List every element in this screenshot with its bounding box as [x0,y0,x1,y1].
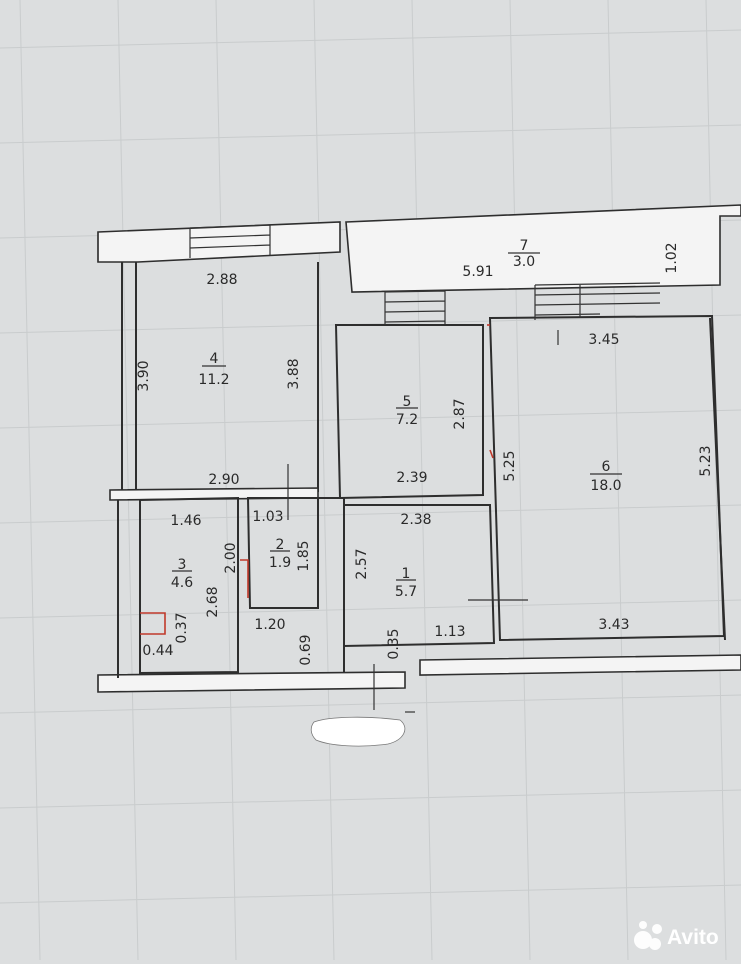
room-3-area: 4.6 [171,575,193,591]
grid-line [0,884,741,904]
dim-2-87: 2.87 [452,398,468,429]
grid-line [0,409,741,429]
dim-3-88: 3.88 [286,358,302,389]
dim-5-91: 5.91 [462,264,493,280]
room-4-area: 11.2 [198,372,229,388]
watermark-avito: Avito [634,921,719,950]
room-4-number: 4 [210,351,219,367]
grid-line [0,124,741,144]
dim-5-25: 5.25 [502,450,518,481]
room-5-area: 7.2 [396,412,418,428]
dim-2-90: 2.90 [208,472,239,488]
dim-3-45: 3.45 [588,332,619,348]
grid-line [705,0,727,961]
room-5-number: 5 [403,394,412,410]
dim-0-69: 0.69 [298,634,314,665]
avito-logo-icon [634,921,662,950]
room-1-area: 5.7 [395,584,417,600]
dim-0-44: 0.44 [142,643,173,659]
grid-line [0,789,741,809]
dim-1-85: 1.85 [296,540,312,571]
avito-brand-text: Avito [667,926,719,949]
dimension-labels: 2.88 3.90 3.88 2.90 5.91 1.02 3.45 2.87 … [136,242,714,665]
dim-3-43: 3.43 [598,617,629,633]
dim-3-90: 3.90 [136,360,152,391]
dim-2-38: 2.38 [400,512,431,528]
dim-2-57: 2.57 [354,548,370,579]
room-2-area: 1.9 [269,555,291,571]
dim-0-35: 0.35 [386,628,402,659]
dim-1-46: 1.46 [170,513,201,529]
dim-0-37: 0.37 [174,612,190,643]
dim-1-02: 1.02 [664,242,680,273]
dim-2-00: 2.00 [223,542,239,573]
dim-2-68: 2.68 [205,586,221,617]
grid-line [117,0,139,961]
dim-5-23: 5.23 [698,445,714,476]
room-3-number: 3 [178,557,187,573]
room-6-area: 18.0 [590,478,621,494]
grid-line [509,0,531,961]
dim-2-88: 2.88 [206,272,237,288]
walls [97,204,741,710]
grid-line [215,0,237,961]
room-1-number: 1 [402,566,411,582]
room-7-number: 7 [520,238,529,254]
grid-line [607,0,629,961]
room-7-area: 3.0 [513,254,535,270]
grid-line [0,504,741,524]
room-6-number: 6 [602,459,611,475]
dim-1-20: 1.20 [254,617,285,633]
dim-1-13: 1.13 [434,624,465,640]
grid-line [0,599,741,619]
grid-line [0,694,741,714]
grid-line [19,0,41,961]
dim-2-39: 2.39 [396,470,427,486]
room-2-number: 2 [276,537,285,553]
dim-1-03: 1.03 [252,509,283,525]
grid-line [0,29,741,49]
grid-line [411,0,433,961]
room-labels: 7 3.0 4 11.2 5 7.2 6 18.0 1 5.7 2 1.9 3 … [171,238,622,600]
redacted-mark [310,711,415,747]
